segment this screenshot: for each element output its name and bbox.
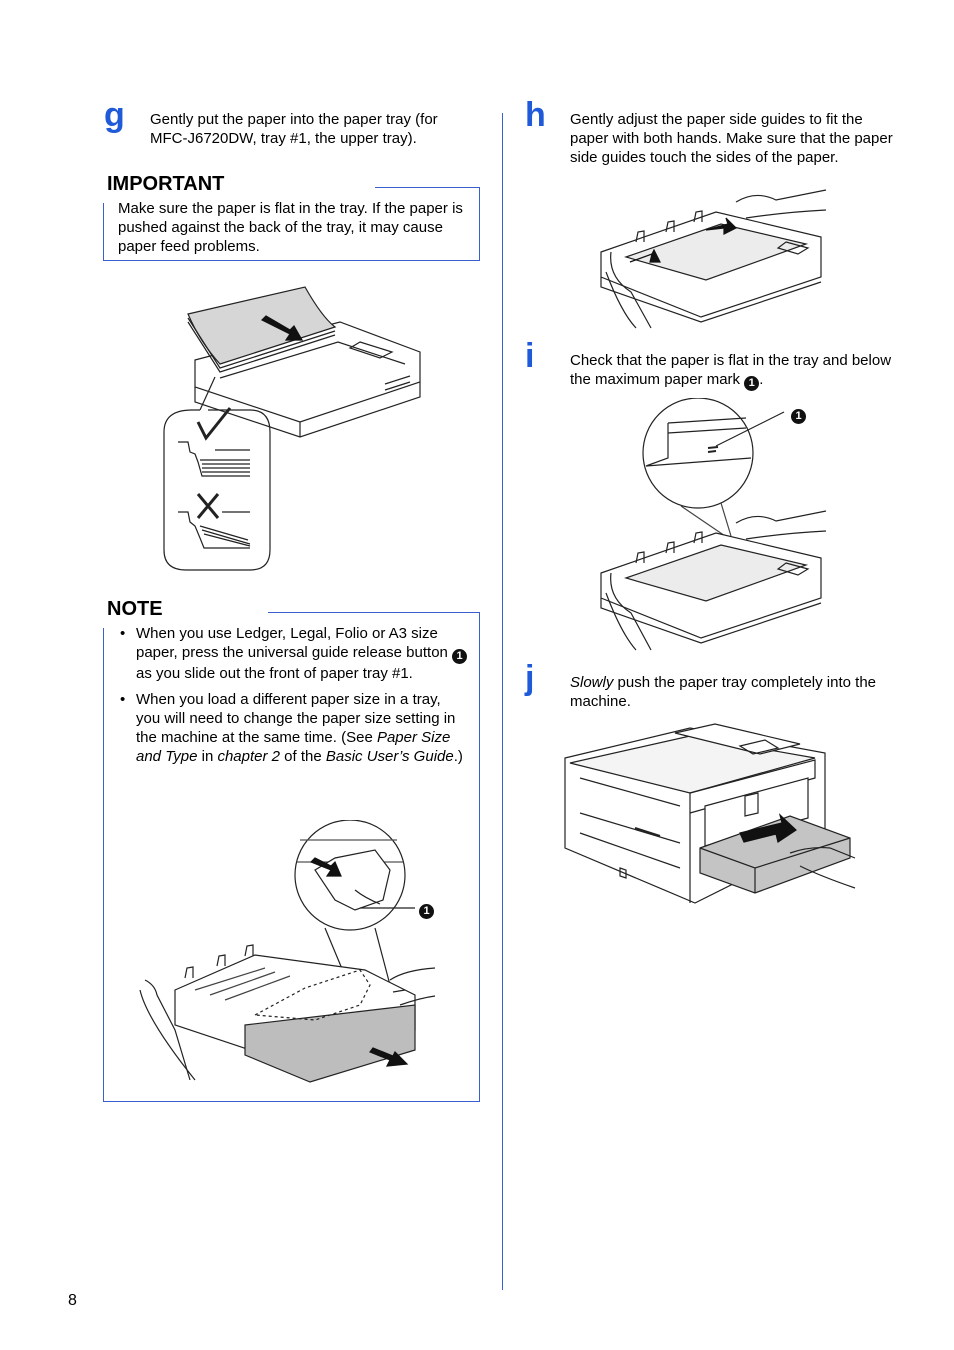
note-bullet-1: When you use Ledger, Legal, Folio or A3 … xyxy=(118,624,468,683)
page-number: 8 xyxy=(68,1292,77,1309)
step-j-letter: j xyxy=(525,659,535,697)
callout-badge-1: 1 xyxy=(791,409,806,424)
tray-extension-illustration xyxy=(139,820,436,1083)
step-h-text: Gently adjust the paper side guides to f… xyxy=(570,111,893,166)
step-j-text-rest: push the paper tray completely into the … xyxy=(570,674,877,710)
note-bullet-2-text-c: of the xyxy=(280,748,326,765)
note-bottom-rule xyxy=(103,1101,480,1102)
step-j-emphasis: Slowly xyxy=(570,674,614,691)
note-top-rule xyxy=(268,612,480,613)
step-g-text: Gently put the paper into the paper tray… xyxy=(150,111,438,147)
note-bullet-2-text-b: in xyxy=(197,748,218,765)
note-list: When you use Ledger, Legal, Folio or A3 … xyxy=(118,624,468,773)
tray-figure-callout: 1 xyxy=(419,899,434,919)
important-text: Make sure the paper is flat in the tray.… xyxy=(118,200,463,255)
step-i-text-b: . xyxy=(759,371,764,388)
step-h-letter: h xyxy=(525,96,546,134)
note-chapter-ref: chapter 2 xyxy=(217,748,280,765)
side-guides-illustration xyxy=(600,189,827,329)
important-left-rule xyxy=(103,203,104,261)
note-bullet-2-text-d: .) xyxy=(453,748,463,765)
important-bottom-rule xyxy=(103,260,480,261)
note-link-paper-size: Paper Size and Type xyxy=(136,729,451,765)
step-g-letter: g xyxy=(104,96,125,134)
max-paper-mark-illustration xyxy=(600,398,827,651)
step-i-text: Check that the paper is flat in the tray… xyxy=(570,351,905,391)
callout-badge-1: 1 xyxy=(744,376,760,391)
step-i-letter: i xyxy=(525,337,535,375)
note-title: NOTE xyxy=(107,598,163,620)
step-j-text: Slowly push the paper tray completely in… xyxy=(570,673,905,711)
note-bullet-2-text-a: When you load a different paper size in … xyxy=(136,691,456,746)
step-i-text-a: Check that the paper is flat in the tray… xyxy=(570,352,892,388)
column-divider xyxy=(502,113,503,1290)
callout-badge-1: 1 xyxy=(419,904,434,919)
max-mark-figure-callout: 1 xyxy=(791,404,806,424)
note-bullet-2: When you load a different paper size in … xyxy=(118,690,468,766)
important-right-rule xyxy=(479,187,480,261)
note-left-rule xyxy=(103,628,104,1102)
push-tray-into-machine-illustration xyxy=(564,723,856,904)
note-bullet-1-text-a: When you use Ledger, Legal, Folio or A3 … xyxy=(136,625,448,661)
important-top-rule xyxy=(375,187,480,188)
note-right-rule xyxy=(479,612,480,1102)
note-guide-ref: Basic User’s Guide xyxy=(325,748,454,765)
note-bullet-1-text-b: as you slide out the front of paper tray… xyxy=(136,665,413,682)
callout-badge-1: 1 xyxy=(452,649,468,664)
important-title: IMPORTANT xyxy=(107,173,225,195)
paper-tray-loading-illustration xyxy=(163,286,421,571)
